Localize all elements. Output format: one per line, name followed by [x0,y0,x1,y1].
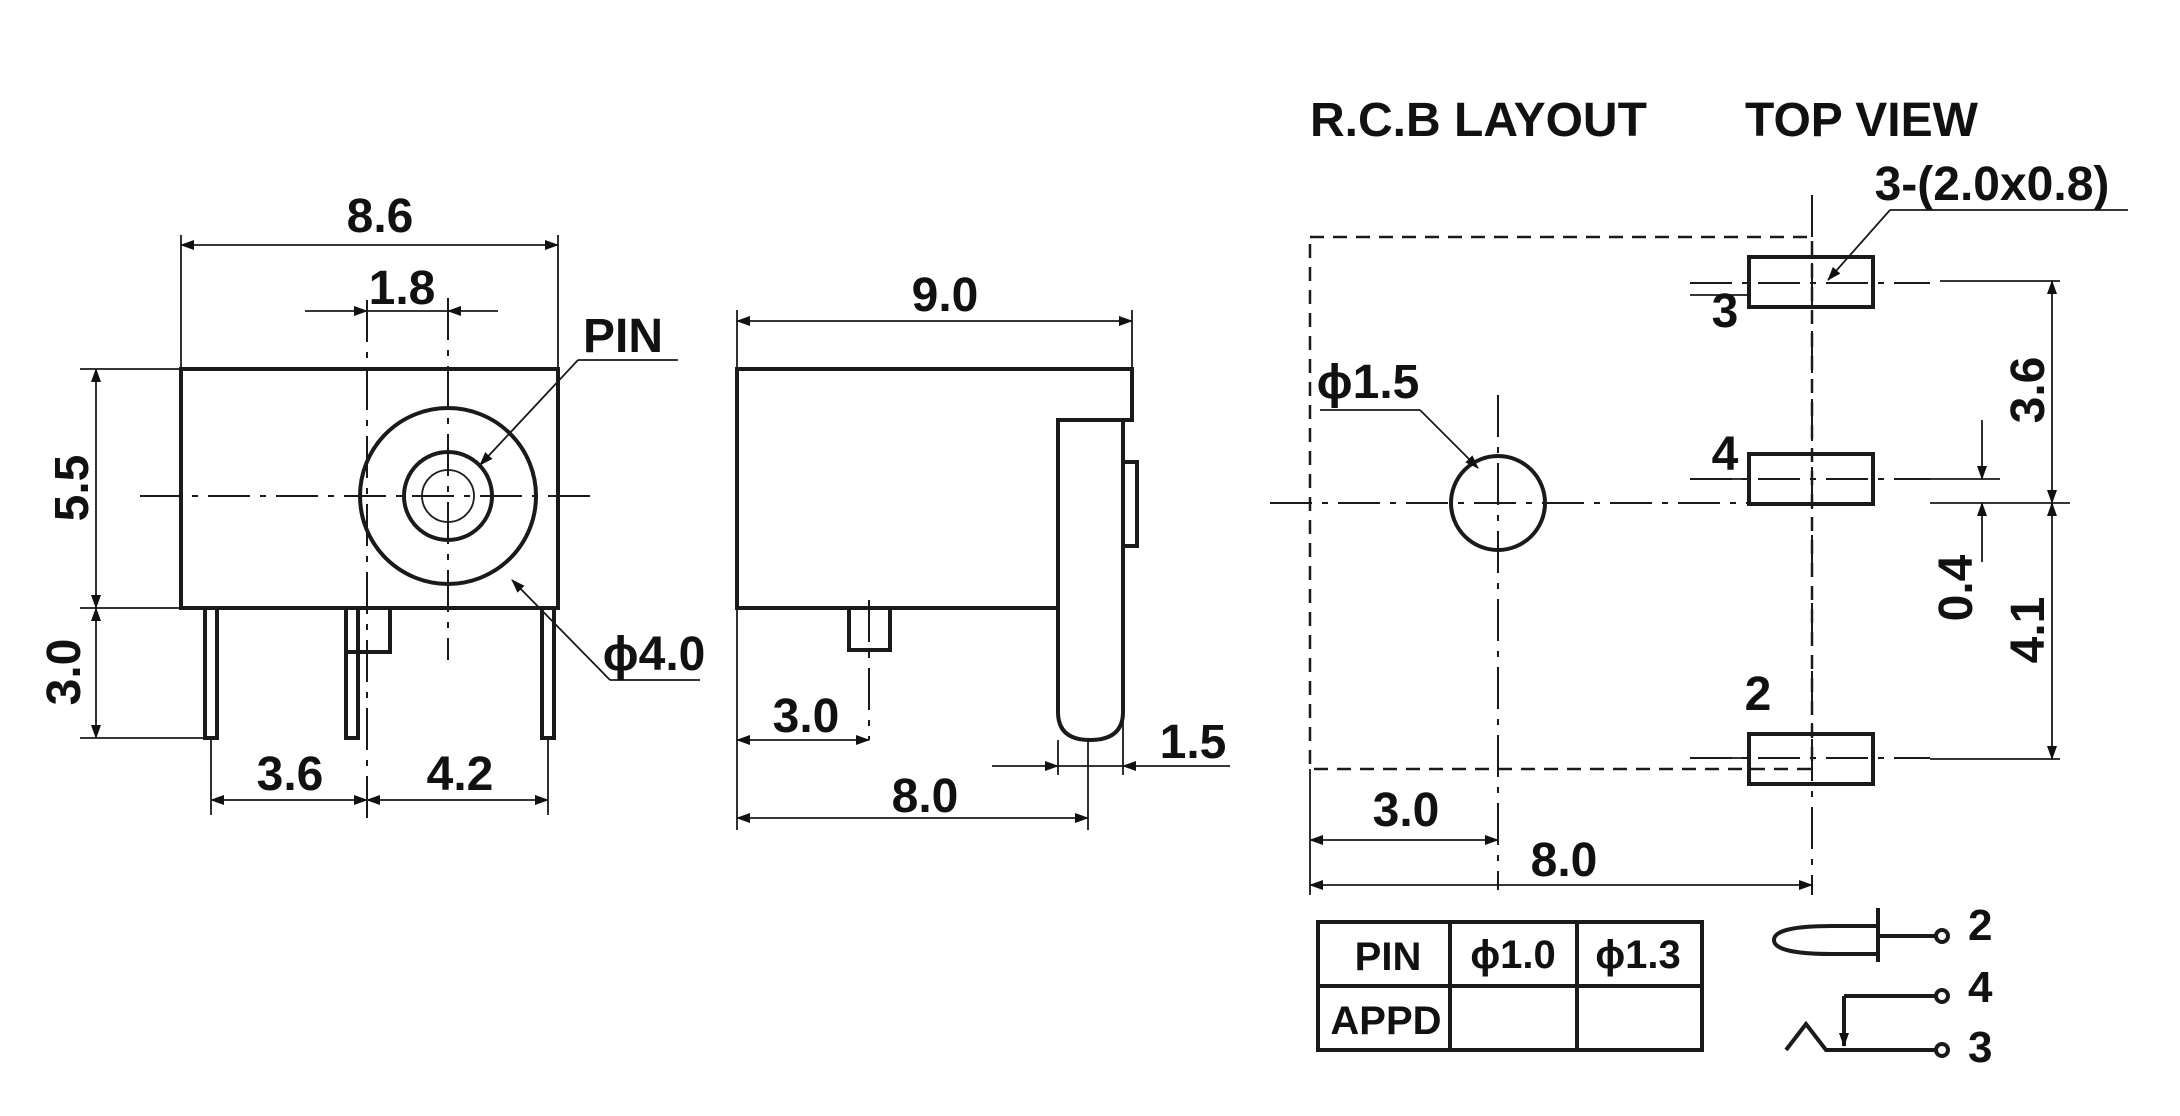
pin-table: PIN ϕ1.0 ϕ1.3 APPD [1316,920,1704,1052]
schematic-symbol: 2 4 3 [1771,901,1993,1072]
dim-front-center: 1.8 [369,262,436,315]
schematic-pin3: 3 [1968,1023,1992,1072]
front-view: 8.6 1.8 PIN ϕ4.0 5.5 3.0 3.6 4.2 [38,190,705,820]
pcb-pin4-label: 4 [1712,428,1739,481]
dim-side-pin-offset: 3.0 [773,690,840,743]
pcb-pin3-label: 3 [1712,285,1739,338]
front-pin-right [540,606,556,740]
pcb-layout: 3-(2.0x0.8) ϕ1.5 3 4 2 3.6 0.4 4.1 3.0 8… [1270,158,2128,895]
dim-side-pin-spacing: 8.0 [892,770,959,823]
dim-total-x: 8.0 [1531,834,1598,887]
dim-left-pitch: 3.6 [257,748,324,801]
table-header-phi10: ϕ1.0 [1470,933,1556,977]
dim-front-width: 8.6 [347,190,414,243]
table-row-appd: APPD [1330,999,1441,1043]
schematic-pin4: 4 [1968,963,1993,1012]
title-top-view: TOP VIEW [1745,94,1979,147]
pcb-pin2-label: 2 [1745,668,1772,721]
dim-hole-x: 3.0 [1373,784,1440,837]
table-header-phi13: ϕ1.3 [1595,933,1681,977]
side-body [735,367,1134,610]
front-pin-left [203,606,219,740]
dim-side-pin-width: 1.5 [1160,716,1227,769]
dim-front-height: 5.5 [46,455,99,522]
table-header-pin: PIN [1355,935,1422,979]
title-pcb-layout: R.C.B LAYOUT [1310,94,1647,147]
dim-pin-length: 3.0 [38,639,91,706]
front-body [179,367,560,610]
slot-size-label: 3-(2.0x0.8) [1875,158,2110,211]
dim-side-length: 9.0 [912,269,979,322]
hole-diameter-label: ϕ1.5 [1317,356,1420,409]
dim-lower: 4.1 [2002,597,2055,664]
pcb-hole [1449,454,1547,552]
slot-2 [1747,732,1875,786]
label-outer-diameter: ϕ4.0 [603,628,706,681]
side-pin-tab [847,608,892,652]
side-view: 9.0 3.0 8.0 1.5 [735,269,1230,830]
dim-upper: 3.6 [2002,357,2055,424]
side-bump [1121,460,1139,548]
label-pin: PIN [583,310,663,363]
sleeve-symbol [1771,924,1878,956]
front-pin-tab [344,606,392,654]
side-tail [1056,418,1125,743]
dim-right-pitch: 4.2 [427,748,494,801]
slot-3 [1747,255,1875,309]
schematic-pin2: 2 [1968,901,1992,950]
dim-offset: 0.4 [1930,554,1983,621]
